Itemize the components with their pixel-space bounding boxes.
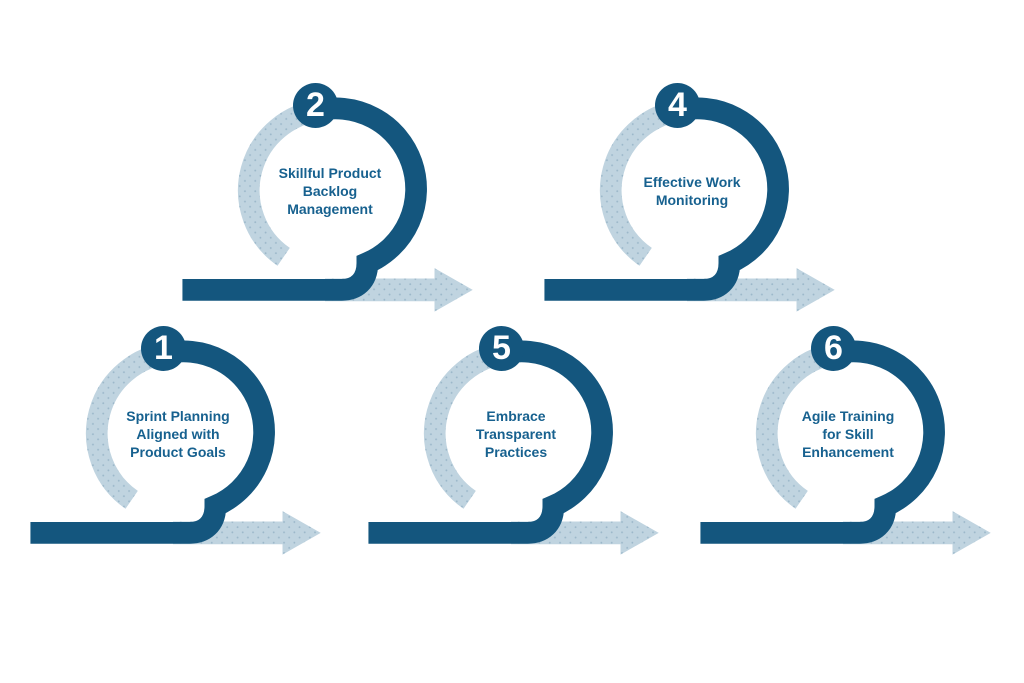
step-number-badge: 1 [141,326,186,371]
dark-loop [182,97,427,301]
step-title: Agile Training for Skill Enhancement [801,408,895,460]
step-number-badge: 4 [655,83,700,128]
step-number-badge: 5 [479,326,524,371]
step-number-badge: 2 [293,83,338,128]
step-title: Sprint Planning Aligned with Product Goa… [126,408,230,460]
dark-loop [700,340,945,544]
dark-loop [368,340,613,544]
sprint-step-6: 6 Agile Training for Skill Enhancement [688,318,998,568]
sprint-step-4: 4 Effective Work Monitoring [532,75,842,325]
dark-loop [544,97,789,301]
step-title: Effective Work Monitoring [643,174,741,208]
step-number-badge: 6 [811,326,856,371]
step-title: Skillful Product Backlog Management [278,165,382,217]
sprint-step-5: 5 Embrace Transparent Practices [356,318,666,568]
step-title: Embrace Transparent Practices [475,408,557,460]
sprint-step-1: 1 Sprint Planning Aligned with Product G… [18,318,328,568]
dark-loop [30,340,275,544]
sprint-step-2: 2 Skillful Product Backlog Management [170,75,480,325]
